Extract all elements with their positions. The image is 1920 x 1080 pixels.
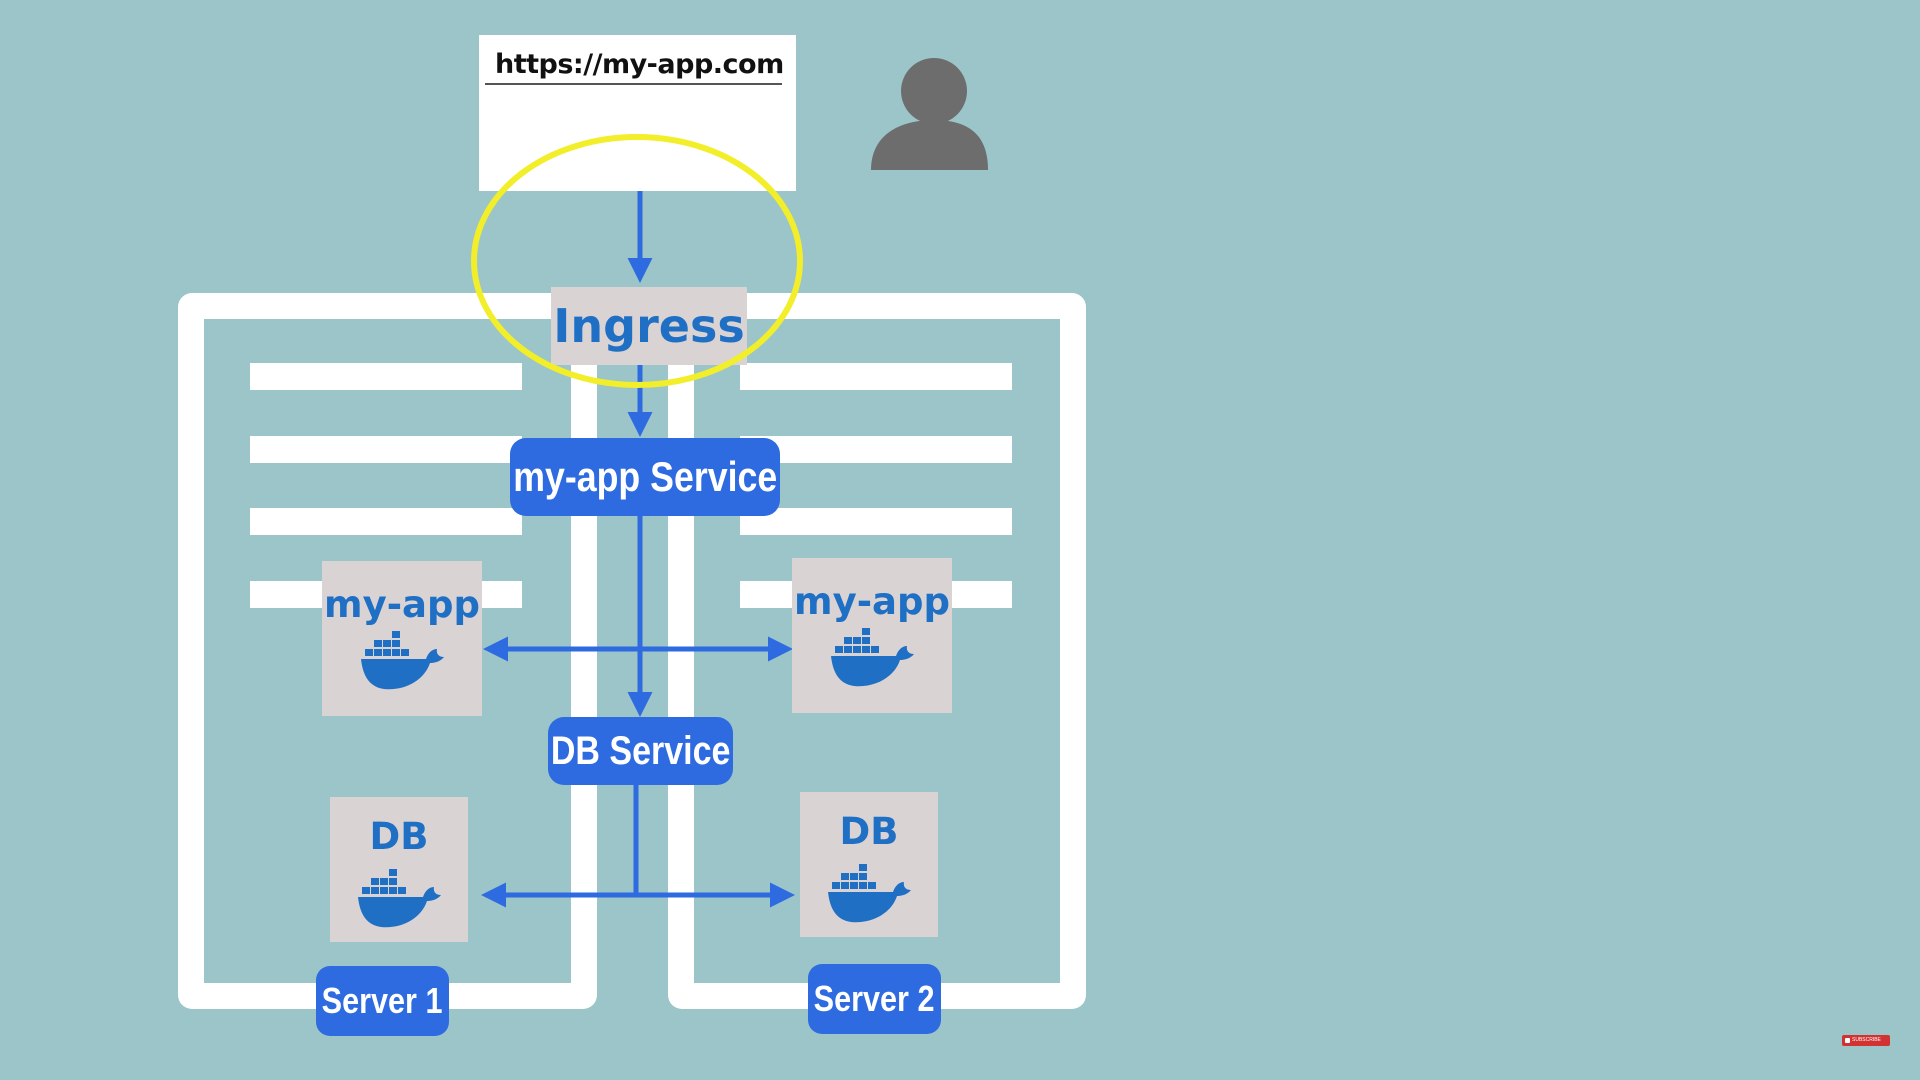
db-service-pill: DB Service — [548, 717, 733, 785]
docker-icon — [831, 628, 914, 687]
docker-icon — [828, 864, 911, 923]
ingress-label: Ingress — [553, 299, 745, 353]
server1-stripe — [250, 436, 522, 463]
docker-icon — [361, 631, 444, 690]
app-service-label: my-app Service — [513, 453, 777, 500]
server1-stripe — [250, 508, 522, 535]
docker-icon — [358, 869, 441, 928]
app-service-pill: my-app Service — [510, 438, 780, 516]
db-pod-label: DB — [369, 815, 429, 858]
db-pod-server1: DB — [330, 797, 468, 942]
user-icon — [868, 54, 988, 174]
server1-stripe — [250, 363, 522, 390]
server2-stripe — [740, 436, 1012, 463]
app-pod-label: my-app — [794, 580, 950, 623]
server2-label: Server 2 — [814, 978, 935, 1019]
ingress-box: Ingress — [551, 287, 747, 365]
highlight-ellipse — [471, 134, 803, 388]
server1-label: Server 1 — [322, 980, 443, 1021]
app-pod-server1: my-app — [322, 561, 482, 716]
db-pod-server2: DB — [800, 792, 938, 937]
db-pod-label: DB — [839, 810, 899, 853]
app-pod-label: my-app — [324, 583, 480, 626]
subscribe-badge[interactable]: SUBSCRIBE — [1842, 1035, 1890, 1046]
server2-stripe — [740, 508, 1012, 535]
server2-label-pill: Server 2 — [808, 964, 941, 1034]
db-service-label: DB Service — [550, 728, 731, 773]
url-underline — [485, 83, 782, 85]
server1-label-pill: Server 1 — [316, 966, 449, 1036]
app-pod-server2: my-app — [792, 558, 952, 713]
server2-stripe — [740, 363, 1012, 390]
url-text: https://my-app.com — [495, 49, 784, 80]
